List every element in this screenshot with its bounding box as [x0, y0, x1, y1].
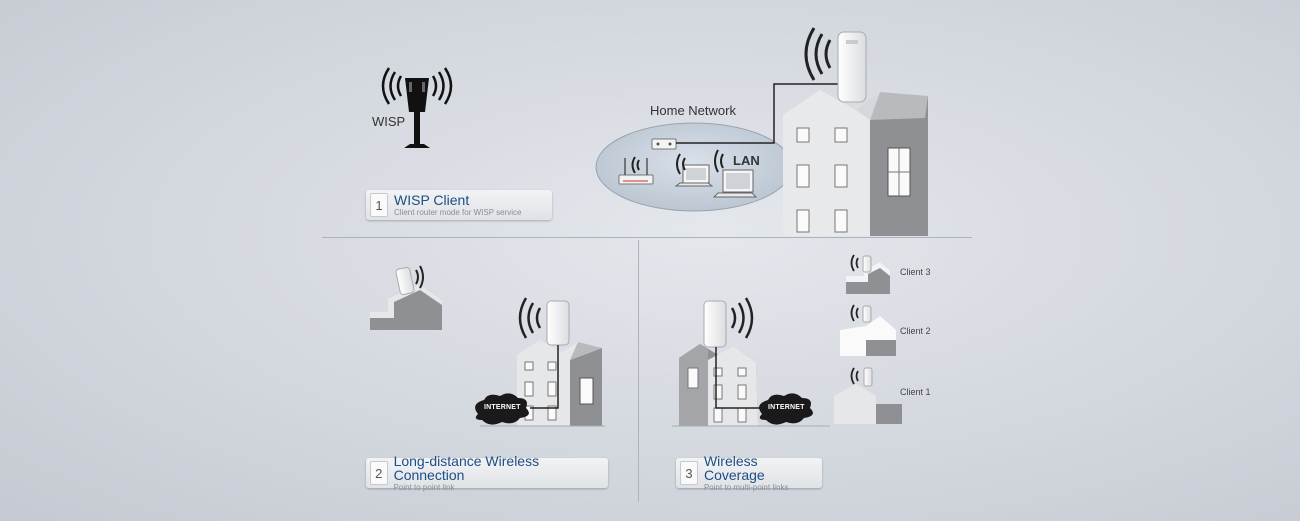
access-point-icon [703, 297, 754, 348]
section-title: Long-distance Wireless Connection [393, 452, 540, 484]
section-long-distance: 2 Long-distance Wireless Connection Poin… [366, 453, 608, 492]
vertical-divider [638, 240, 639, 502]
internet-label: INTERNET [768, 404, 805, 411]
router-icon [618, 156, 654, 185]
section-title: WISP Client [394, 191, 470, 208]
ethernet-cable [676, 83, 838, 144]
section-subtitle: Point to point link [393, 483, 455, 492]
section-number: 2 [370, 461, 388, 485]
house-icon [679, 344, 758, 426]
section-wisp-client: 1 WISP Client Client router mode for WIS… [366, 190, 552, 220]
house-icon [517, 340, 602, 426]
internet-label: INTERNET [484, 404, 521, 411]
internet-cloud-icon [759, 393, 813, 425]
ethernet-cable [530, 345, 559, 409]
client-house-icon [834, 367, 902, 424]
section-subtitle: Client router mode for WISP service [394, 207, 522, 217]
wisp-tower-icon [381, 67, 453, 148]
access-point-icon [395, 265, 424, 296]
access-point-icon [518, 297, 570, 346]
access-point-icon [804, 27, 867, 103]
client-3-label: Client 3 [900, 267, 931, 277]
section-subtitle: Point to multi-point links [703, 483, 789, 492]
section-number: 3 [680, 461, 698, 485]
ethernet-cable [715, 347, 762, 409]
small-house-icon [370, 284, 442, 330]
laptop-icon [712, 149, 758, 198]
wisp-label: WISP [372, 114, 406, 129]
client-house-icon [840, 304, 896, 356]
internet-cloud-icon [475, 393, 529, 425]
section-wireless-coverage: 3 Wireless Coverage Point to multi-point… [676, 453, 822, 492]
client-1-label: Client 1 [900, 387, 931, 397]
client-2-label: Client 2 [900, 326, 931, 336]
horizontal-divider [322, 237, 972, 238]
client-house-icon [846, 254, 890, 294]
section-title: Wireless Coverage [703, 452, 765, 484]
lan-label: LAN [733, 153, 760, 168]
poe-injector-icon [651, 138, 677, 150]
laptop-icon [674, 153, 714, 187]
section-number: 1 [370, 193, 388, 217]
home-network-label: Home Network [650, 103, 736, 118]
big-house-icon [783, 90, 928, 236]
